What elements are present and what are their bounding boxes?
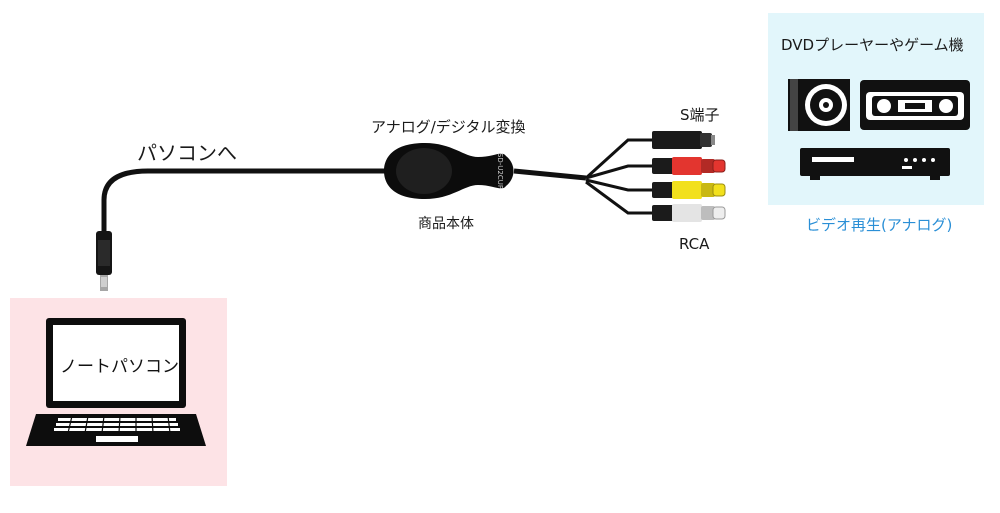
model-label: SD-U2CUP xyxy=(496,153,504,189)
s-video-plug-icon xyxy=(652,131,715,149)
usb-cable xyxy=(101,168,391,236)
rca-label: RCA xyxy=(679,235,710,253)
rca-plug-icon xyxy=(652,157,726,175)
yellow-branch xyxy=(585,178,655,192)
dvd-player-icon xyxy=(800,148,950,180)
analog-playback-label: ビデオ再生(アナログ) xyxy=(806,216,953,234)
converter-title: アナログ/デジタル変換 xyxy=(371,118,526,136)
output-cable xyxy=(513,168,587,181)
rca-plug-icon xyxy=(652,181,726,199)
white-branch xyxy=(585,180,655,215)
usb-plug-icon xyxy=(96,231,112,291)
s-terminal-label: S端子 xyxy=(680,106,720,124)
main-unit-label: 商品本体 xyxy=(418,216,474,232)
laptop-icon xyxy=(26,318,206,446)
converter-body: SD-U2CUP xyxy=(384,143,514,199)
to-pc-label: パソコンへ xyxy=(137,141,237,165)
red-branch xyxy=(585,164,655,180)
rca-plug-icon xyxy=(652,204,726,222)
laptop-screen-label: ノートパソコン xyxy=(60,357,179,377)
vhs-cassette-icon xyxy=(860,80,970,130)
source-devices-label: DVDプレーヤーやゲーム機 xyxy=(781,36,964,54)
dvd-disc-icon xyxy=(788,79,850,131)
s-video-branch xyxy=(584,138,655,180)
